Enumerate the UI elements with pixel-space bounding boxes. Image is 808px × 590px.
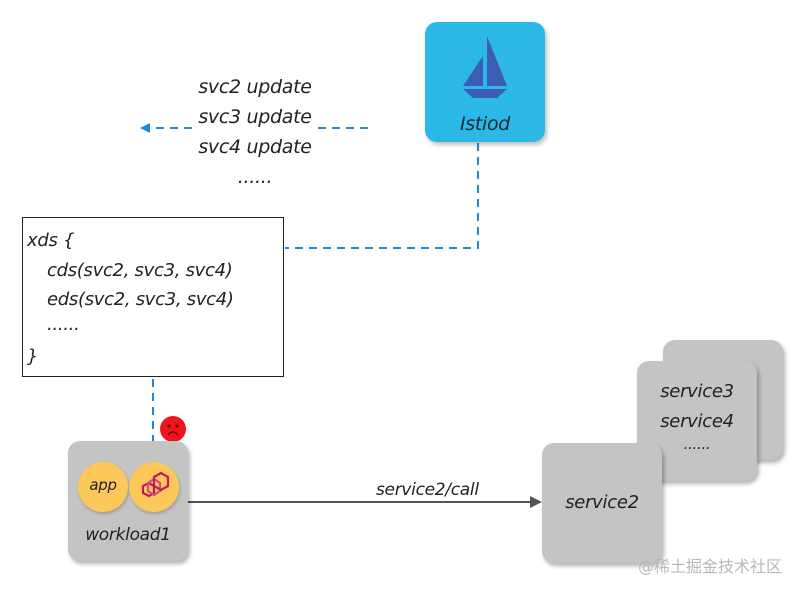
service2-node: service2 bbox=[542, 443, 662, 563]
istiod-label: Istiod bbox=[459, 113, 511, 135]
watermark: @稀土掘金技术社区 bbox=[638, 557, 783, 576]
xds-line: eds(svc2, svc3, svc4) bbox=[47, 289, 234, 310]
sad-face-icon bbox=[160, 416, 186, 442]
istiod-xds-connector bbox=[285, 143, 479, 249]
service2-label: service2 bbox=[565, 492, 639, 513]
workload-label: workload1 bbox=[85, 525, 171, 545]
update-list: svc2 update svc3 update svc4 update ....… bbox=[190, 72, 320, 192]
xds-line: cds(svc2, svc3, svc4) bbox=[47, 260, 233, 281]
call-label: service2/call bbox=[376, 480, 479, 500]
envoy-sidecar bbox=[129, 462, 179, 512]
update-line: ...... bbox=[237, 166, 273, 188]
xds-line: xds { bbox=[27, 230, 75, 251]
app-container: app bbox=[78, 462, 128, 512]
xds-line: ...... bbox=[47, 314, 80, 335]
workload-node: app workload1 bbox=[68, 441, 188, 561]
service-label: service3 bbox=[660, 381, 734, 402]
service-label: ...... bbox=[683, 435, 711, 453]
xds-line: } bbox=[27, 346, 39, 367]
update-line: svc3 update bbox=[198, 106, 312, 128]
update-line: svc2 update bbox=[198, 76, 312, 98]
xds-config-box: xds { cds(svc2, svc3, svc4) eds(svc2, sv… bbox=[22, 217, 284, 377]
istiod-node: Istiod bbox=[425, 22, 545, 142]
app-label: app bbox=[89, 476, 117, 494]
update-line: svc4 update bbox=[198, 136, 312, 158]
envoy-icon bbox=[141, 471, 170, 498]
service-label: service4 bbox=[660, 411, 734, 432]
sailboat-icon bbox=[463, 36, 507, 98]
